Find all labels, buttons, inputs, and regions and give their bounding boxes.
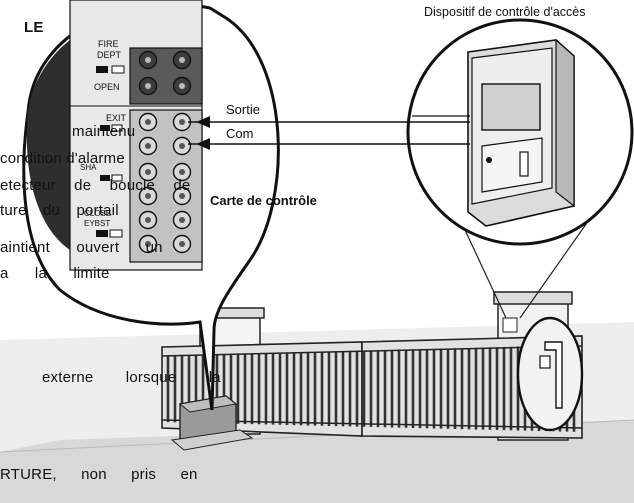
terminal-screw-center [145,193,151,199]
wire-label-com: Com [226,126,253,141]
terminal-screw-center [145,143,151,149]
control-board-label: Carte de contrôle [210,193,317,208]
terminal-screw-center [145,119,151,125]
terminal-label-close: CLOSE [84,209,111,218]
terminal-label-eybst: EYBST [84,219,110,228]
terminal-screw-center [179,241,185,247]
control-board-magnifier [22,0,280,411]
text-fragment: ture du portail [0,202,119,219]
wire-label-sortie: Sortie [226,102,260,117]
terminal-screw-center [179,193,185,199]
com-arrow [196,138,210,150]
text-fragment: a la limite [0,265,110,282]
text-fragment: externe lorsque la [42,369,221,386]
terminal-screw-center [179,217,185,223]
terminal-screw-center [179,143,185,149]
exit-arrow [196,116,210,128]
terminal-screw-center [179,119,185,125]
loop-detector-magnifier [516,316,584,432]
terminal-screw-center [179,169,185,175]
terminal-screw-center [145,57,151,63]
terminal-label-exit: EXIT [106,113,127,123]
heading-fragment: LE [24,19,44,36]
terminal-screw-center [145,169,151,175]
terminal-screw-center [179,83,185,89]
gate-operator [170,395,254,451]
text-fragment: condition d'alarme [0,150,125,167]
terminal-label-open: OPEN [94,82,120,92]
terminal-screw-center [179,57,185,63]
text-fragment: RTURE, non pris en [0,466,198,483]
wires [188,115,470,145]
terminal-label-fire: FIRE [98,39,119,49]
terminal-label-sha: SHA [80,163,97,172]
terminal-screw-center [145,217,151,223]
access-device-label: Dispositif de contrôle d'accès [424,5,586,19]
terminal-screw-center [145,241,151,247]
text-fragment: maintenu [72,123,136,140]
text-fragment: aintient ouvert un [0,239,163,256]
access-device-magnifier [406,18,634,246]
terminal-screw-center [145,83,151,89]
terminal-label-dept: DEPT [97,50,122,60]
text-fragment: etecteur de boucle de [0,177,191,194]
